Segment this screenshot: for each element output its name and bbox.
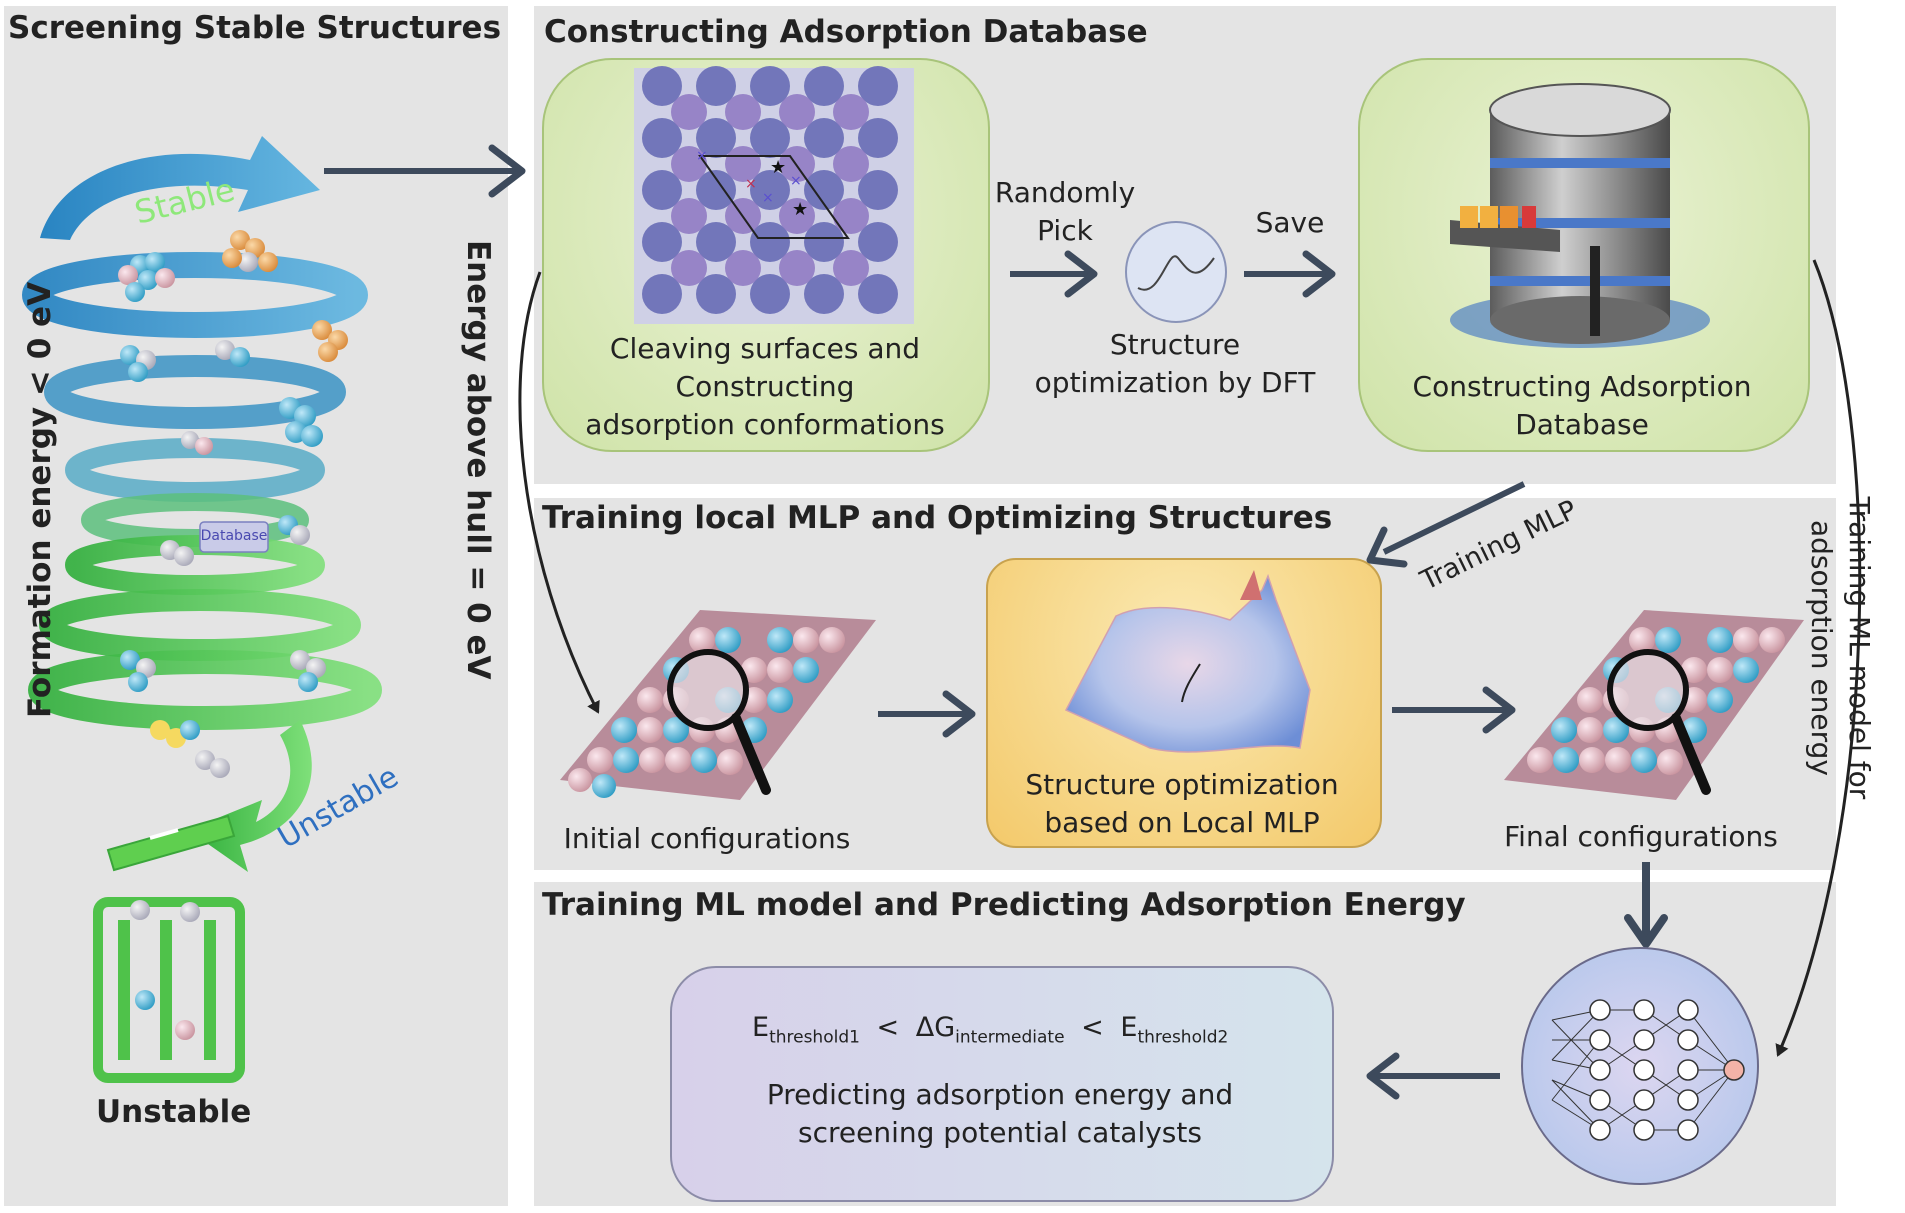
svg-text:×: ×: [790, 173, 802, 189]
local-mlp-opt-label: Structure optimization based on Local ML…: [990, 766, 1374, 842]
svg-text:★: ★: [792, 199, 808, 220]
training-ml-vertical-label: Training ML model for adsorption energy: [1802, 438, 1878, 858]
final-configs-label: Final configurations: [1504, 820, 1778, 853]
dft-curve-icon: [1125, 221, 1227, 323]
formula-delta-g: ΔG: [915, 1012, 956, 1043]
magnifier-icon-final: [1607, 649, 1689, 731]
predicting-title: Training ML model and Predicting Adsorpt…: [542, 887, 1466, 923]
unstable-bin-label: Unstable: [96, 1094, 252, 1130]
energy-landscape-graphic: [1064, 570, 1311, 753]
database-line1: Constructing Adsorption: [1412, 370, 1752, 403]
initial-configuration-slab: [560, 610, 876, 800]
final-configuration-slab: [1504, 610, 1804, 800]
formula-e1: E: [752, 1012, 770, 1043]
database-line2: Database: [1515, 408, 1649, 441]
cleaving-line3: adsorption conformations: [585, 408, 945, 441]
prediction-box: [670, 966, 1334, 1202]
randomly-pick-line1: Randomly: [994, 176, 1136, 209]
screening-title: Screening Stable Structures: [8, 10, 502, 46]
training-ml-line1: Training ML model for: [1843, 496, 1876, 800]
stability-spiral-graphic: [22, 136, 382, 1083]
database-label: Constructing Adsorption Database: [1380, 368, 1784, 444]
initial-configs-label: Initial configurations: [563, 822, 851, 855]
database-cylinder-icon: [1450, 83, 1710, 348]
local-mlp-optimization-box: [986, 558, 1382, 848]
formula-sub1: threshold1: [769, 1027, 860, 1048]
predicting-label: Predicting adsorption energy and screeni…: [690, 1076, 1310, 1152]
save-label: Save: [1255, 206, 1325, 239]
dft-line1: Structure: [1109, 328, 1241, 361]
formula-e2: E: [1120, 1012, 1138, 1043]
formula-lt2: <: [1081, 1012, 1104, 1043]
cleaving-line1: Cleaving surfaces and: [609, 332, 921, 365]
formula-sub3: threshold2: [1137, 1027, 1229, 1048]
formula-sub2: intermediate: [955, 1027, 1065, 1048]
adsorption-title: Constructing Adsorption Database: [544, 14, 1148, 50]
predict-line1: Predicting adsorption energy and: [766, 1078, 1234, 1111]
formula-lt1: <: [876, 1012, 900, 1043]
formation-energy-label: Formation energy < 0 eV: [22, 281, 58, 718]
energy-window-formula: Ethreshold1 < ΔGintermediate < Ethreshol…: [752, 1012, 1228, 1047]
energy-above-hull-label: Energy above hull = 0 eV: [460, 240, 496, 680]
svg-text:×: ×: [762, 190, 774, 206]
svg-text:×: ×: [696, 148, 708, 164]
randomly-pick-line2: Pick: [1037, 214, 1093, 247]
surface-lattice-graphic: ★ ★ × × × ×: [634, 66, 914, 324]
cleaving-label: Cleaving surfaces and Constructing adsor…: [560, 330, 970, 444]
magnifier-icon: [667, 649, 749, 731]
training-ml-line2: adsorption energy: [1805, 519, 1838, 777]
dft-line2: optimization by DFT: [1034, 366, 1316, 399]
randomly-pick-label: Randomly Pick: [990, 174, 1140, 250]
dft-label: Structure optimization by DFT: [1020, 326, 1330, 402]
cleaving-line2: Constructing: [675, 370, 855, 403]
predict-line2: screening potential catalysts: [798, 1116, 1202, 1149]
opt-line2: based on Local MLP: [1044, 806, 1320, 839]
database-tag: Database: [200, 528, 268, 544]
neural-network-icon: [1521, 947, 1759, 1185]
svg-text:×: ×: [745, 176, 757, 192]
opt-line1: Structure optimization: [1025, 768, 1339, 801]
training-local-title: Training local MLP and Optimizing Struct…: [542, 500, 1333, 536]
svg-text:★: ★: [770, 157, 786, 178]
